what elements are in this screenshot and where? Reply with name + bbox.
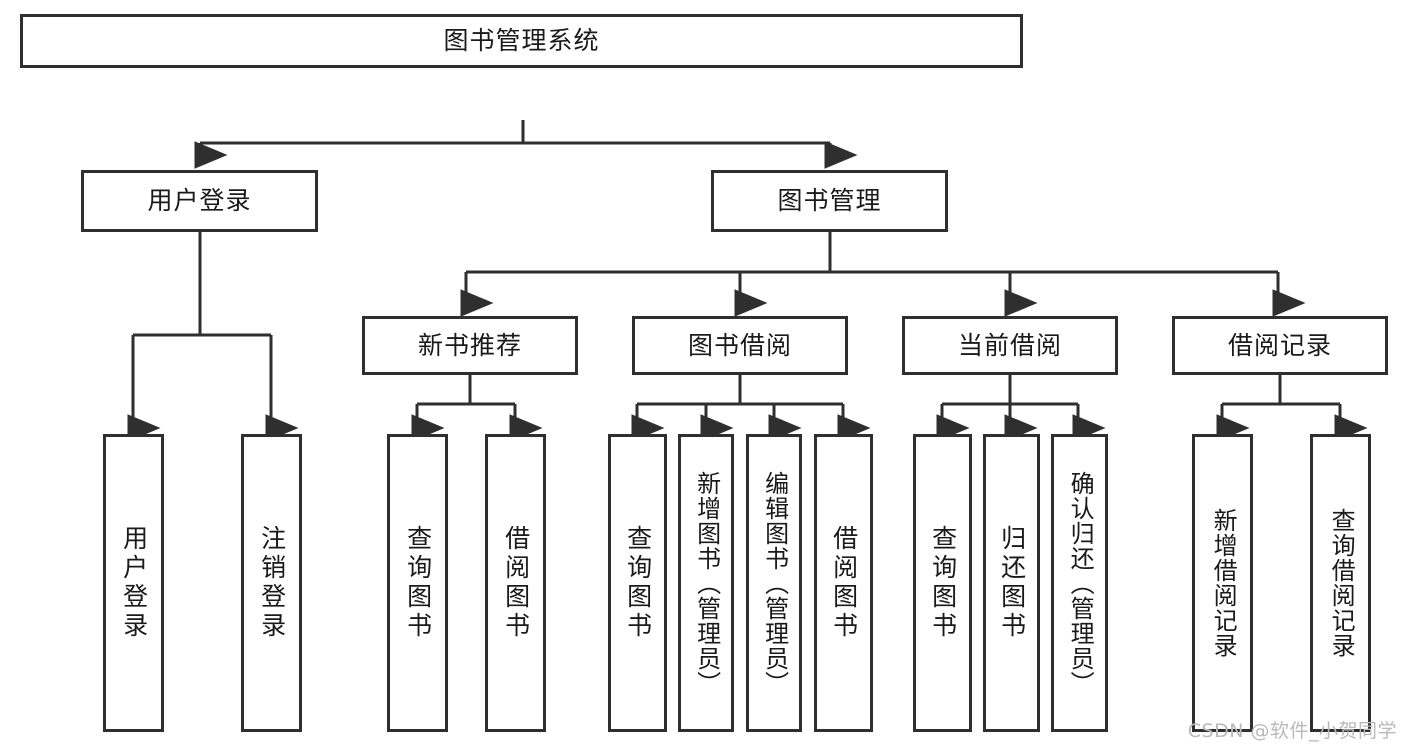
node-leaf-return-book[interactable]: 归还图书 (983, 434, 1040, 732)
node-label: 注销登录 (257, 525, 287, 641)
node-leaf-query-borrow-record[interactable]: 查询借阅记录 (1310, 434, 1371, 732)
csdn-watermark: CSDN @软件_小贺同学 (1187, 720, 1397, 742)
edge-borrowrecord-bus (1222, 375, 1340, 406)
node-root-system[interactable]: 图书管理系统 (20, 14, 1023, 68)
node-leaf-query-book-borrow[interactable]: 查询图书 (608, 434, 667, 732)
node-leaf-logout[interactable]: 注销登录 (241, 434, 302, 732)
node-label: 新书推荐 (417, 330, 522, 360)
node-label: 新增借阅记录 (1209, 508, 1238, 658)
edge-root-bus (198, 120, 830, 158)
node-current-borrow[interactable]: 当前借阅 (902, 316, 1118, 375)
node-label: 图书管理系统 (443, 26, 600, 55)
node-label: 归还图书 (997, 525, 1027, 641)
node-label: 新增图书（管理员） (692, 470, 721, 696)
node-leaf-user-login[interactable]: 用户登录 (103, 434, 164, 732)
node-label: 确认归还（管理员） (1066, 470, 1095, 696)
edge-currentborrow-bus (942, 375, 1078, 406)
node-label: 编辑图书（管理员） (760, 470, 789, 696)
node-label: 用户登录 (147, 186, 252, 215)
edge-newbook-bus (417, 375, 515, 406)
edge-bookmanage-bus (466, 232, 1278, 274)
node-label: 查询图书 (403, 525, 433, 641)
node-label: 查询图书 (928, 525, 958, 641)
node-book-management[interactable]: 图书管理 (711, 170, 948, 232)
node-label: 查询借阅记录 (1327, 508, 1356, 658)
node-label: 用户登录 (119, 525, 149, 641)
node-leaf-add-borrow-record[interactable]: 新增借阅记录 (1192, 434, 1253, 732)
node-label: 借阅图书 (829, 525, 859, 641)
node-leaf-borrow-book[interactable]: 借阅图书 (814, 434, 873, 732)
node-label: 图书管理 (777, 186, 882, 215)
node-label: 借阅图书 (501, 525, 531, 641)
node-label: 图书借阅 (687, 330, 792, 360)
node-book-borrow[interactable]: 图书借阅 (632, 316, 848, 375)
edge-bookborrow-bus (637, 375, 843, 406)
node-new-book-recommend[interactable]: 新书推荐 (362, 316, 578, 375)
node-borrow-record[interactable]: 借阅记录 (1172, 316, 1388, 375)
node-leaf-query-book-recommend[interactable]: 查询图书 (387, 434, 448, 732)
edge-userlogin-bus (133, 232, 271, 337)
node-leaf-add-book-admin[interactable]: 新增图书（管理员） (678, 434, 734, 732)
node-leaf-edit-book-admin[interactable]: 编辑图书（管理员） (746, 434, 802, 732)
node-leaf-confirm-return-admin[interactable]: 确认归还（管理员） (1051, 434, 1108, 732)
node-leaf-query-book-current[interactable]: 查询图书 (913, 434, 972, 732)
node-label: 借阅记录 (1227, 330, 1332, 360)
node-label: 查询图书 (623, 525, 653, 641)
node-label: 当前借阅 (957, 330, 1062, 360)
node-user-login[interactable]: 用户登录 (81, 170, 318, 232)
node-leaf-borrow-book-recommend[interactable]: 借阅图书 (485, 434, 546, 732)
